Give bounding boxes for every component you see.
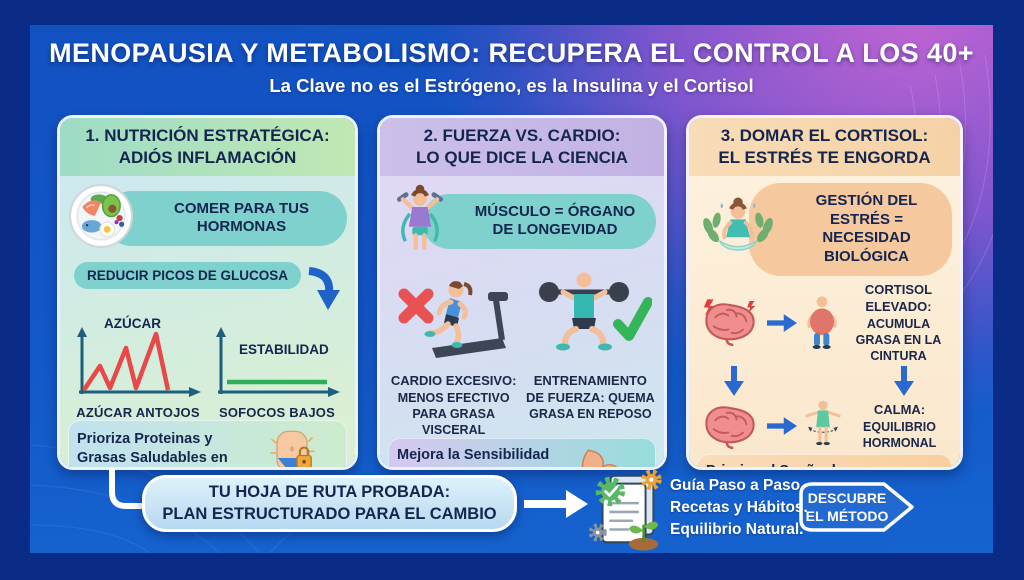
cards-row: 1. NUTRICIÓN ESTRATÉGICA: ADIÓS INFLAMAC… [57,115,963,470]
curved-down-arrow-icon [308,266,341,310]
roadmap-pill: TU HOJA DE RUTA PROBADA: PLAN ESTRUCTURA… [142,475,517,532]
meditating-woman-icon [697,195,779,264]
cortisol-flow-diagram: CORTISOL ELEVADO: ACUMULA GRASA EN LA CI… [697,282,952,455]
sugar-chart-label: AZÚCAR [104,315,161,331]
cardio-vs-strength-compare: CARDIO EXCESIVO: MENOS EFECTIVO PARA GRA… [388,266,656,438]
treadmill-runner-icon [398,280,508,358]
infographic-poster: MENOPAUSIA Y METABOLISMO: RECUPERA EL CO… [30,25,993,553]
stressed-brain-icon [703,299,756,347]
healthy-plate-icon [68,183,134,254]
hero-pill-stress: GESTIÓN DEL ESTRÉS = NECESIDAD BIOLÓGICA [749,182,952,276]
down-arrow-icon [724,366,744,397]
footer-row: TU HOJA DE RUTA PROBADA: PLAN ESTRUCTURA… [30,468,993,553]
cta-outline [799,482,914,532]
nutrition-summary-text: Prioriza Proteinas y Grasas Saludables e… [77,430,228,466]
footer-arrow-icon [524,490,588,518]
connector-line [109,468,163,509]
overweight-person-icon [807,296,837,350]
card-nutrition-title: 1. NUTRICIÓN ESTRATÉGICA: ADIÓS INFLAMAC… [60,118,355,176]
stability-chart-caption: SOFOCOS BAJOS [218,404,335,420]
cortisol-summary-text: Prioriza el Sueño, la Relajación y el Bi… [706,462,847,467]
hero-pill-nutrition: COMER PARA TUS HORMONAS [104,190,347,247]
guide-document-icon [588,469,662,551]
glucose-pill: REDUCIR PICOS DE GLUCOSA [74,261,302,289]
sugar-chart-caption: AZÚCAR ANTOJOS [76,404,200,420]
woman-dumbbells-icon [388,183,452,260]
waist-lock-icon [270,430,315,467]
main-title: MENOPAUSIA Y METABOLISMO: RECUPERA EL CO… [49,38,974,68]
strength-summary-box: Mejora la Sensibilidad a la Insulina. No… [388,437,656,468]
cta-label: DESCUBRE EL MÉTODO [805,489,889,524]
barbell-squat-icon [539,272,654,351]
hero-pill-muscle: MÚSCULO = ÓRGANO DE LONGEVIDAD [422,193,656,250]
poster-header: MENOPAUSIA Y METABOLISMO: RECUPERA EL CO… [30,25,993,97]
sugar-spike-chart: AZÚCAR AZÚCAR ANTOJOS [70,316,206,420]
check-icon [613,296,654,341]
card-cortisol: 3. DOMAR EL CORTISOL: EL ESTRÉS TE ENGOR… [686,115,963,470]
strength-summary-text: Mejora la Sensibilidad a la Insulina. No… [397,446,550,468]
right-arrow-icon [767,417,797,436]
card-strength-vs-cardio: 2. FUERZA VS. CARDIO: LO QUE DICE LA CIE… [377,115,667,470]
strength-label: ENTRENAMIENTO DE FUERZA: QUEMA GRASA EN … [525,372,655,422]
cardio-label: CARDIO EXCESIVO: MENOS EFECTIVO PARA GRA… [390,372,517,437]
discover-method-button[interactable]: DESCUBRE EL MÉTODO [796,481,916,533]
cortisol-high-label: CORTISOL ELEVADO: ACUMULA GRASA EN LA CI… [855,281,942,364]
cardio-column: CARDIO EXCESIVO: MENOS EFECTIVO PARA GRA… [388,266,519,438]
guide-text: Guía Paso a Paso. Recetas y Hábitos. Equ… [670,477,808,538]
right-arrow-icon [767,314,797,332]
subtitle: La Clave no es el Estrógeno, es la Insul… [269,75,754,96]
balanced-person-icon [805,401,841,446]
flexed-bicep-icon [581,448,618,467]
cross-icon [398,288,434,324]
down-arrow-icon [894,366,914,397]
calm-label: CALMA: EQUILIBRIO HORMONAL [862,401,937,450]
card-nutrition: 1. NUTRICIÓN ESTRATÉGICA: ADIÓS INFLAMAC… [57,115,358,470]
card-cortisol-title: 3. DOMAR EL CORTISOL: EL ESTRÉS TE ENGOR… [689,118,960,176]
card-strength-title: 2. FUERZA VS. CARDIO: LO QUE DICE LA CIE… [380,118,664,176]
stability-chart-label: ESTABILIDAD [239,341,329,357]
stability-chart: ESTABILIDAD SOFOCOS BAJOS [209,316,345,420]
nutrition-summary-box: Prioriza Proteinas y Grasas Saludables e… [68,419,347,467]
strength-column: ENTRENAMIENTO DE FUERZA: QUEMA GRASA EN … [525,266,656,438]
glucose-charts: AZÚCAR AZÚCAR ANTOJOS ESTABILIDAD [68,316,347,420]
calm-brain-icon [705,406,755,450]
